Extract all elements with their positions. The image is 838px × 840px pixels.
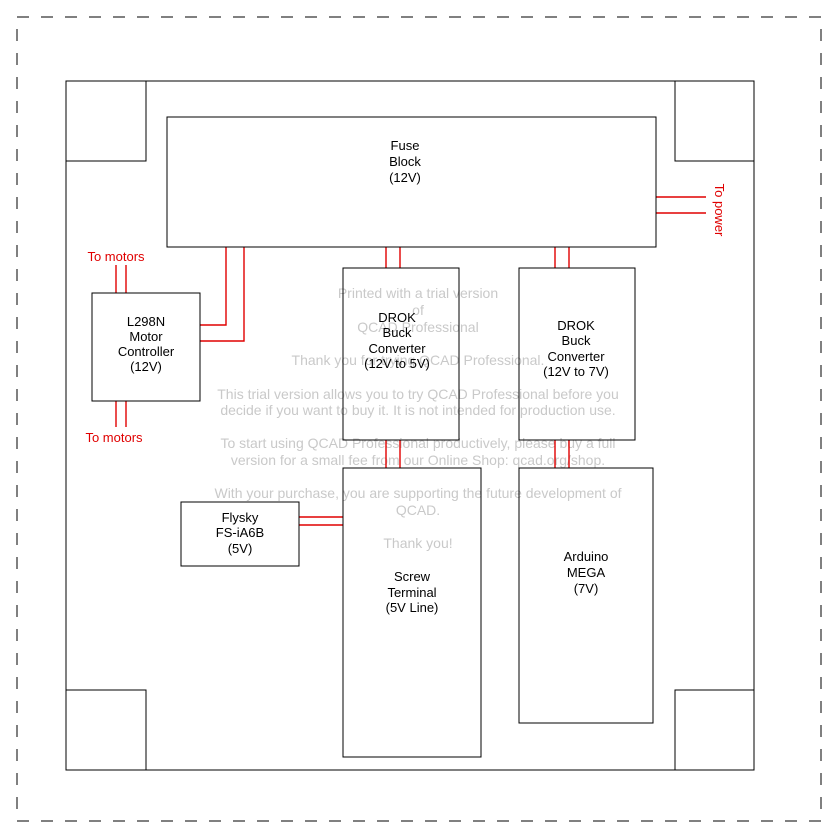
watermark: Printed with a trial version of QCAD Pro… (214, 285, 621, 551)
to-motors-bottom-label: To motors (85, 430, 143, 445)
arduino-mega-block: Arduino MEGA (7V) (518, 467, 654, 724)
watermark-line: QCAD Professional (357, 319, 478, 335)
corner-top-right (674, 80, 755, 162)
motor-controller-label: L298N (127, 314, 165, 329)
watermark-line: With your purchase, you are supporting t… (214, 485, 621, 501)
fuse-block: Fuse Block (12V) (166, 116, 657, 248)
watermark-line: QCAD. (396, 502, 440, 518)
buck-converter-5v-label: (12V to 5V) (364, 356, 430, 371)
buck-converter-5v-block: DROK Buck Converter (12V to 5V) (342, 267, 460, 441)
buck-converter-7v-label: DROK (557, 318, 595, 333)
corner-bottom-left (65, 689, 147, 771)
to-motors-top-label: To motors (87, 249, 145, 264)
arduino-label: (7V) (574, 581, 599, 596)
buck-converter-7v-label: Buck (562, 333, 591, 348)
buck-converter-5v-label: Converter (368, 341, 426, 356)
flysky-label: Flysky (222, 510, 259, 525)
wire-fuse-motor-1 (200, 247, 227, 326)
flysky-receiver-block: Flysky FS-iA6B (5V) (180, 501, 300, 567)
fuse-block-label: Fuse (391, 138, 420, 153)
fuse-block-label: Block (389, 154, 421, 169)
watermark-line: decide if you want to buy it. It is not … (220, 402, 615, 418)
watermark-line: To start using QCAD Professional product… (220, 435, 615, 451)
watermark-line: version for a small fee from our Online … (231, 452, 605, 468)
wires (115, 196, 706, 526)
screw-terminal-label: Terminal (387, 585, 436, 600)
motor-controller-block: L298N Motor Controller (12V) (91, 292, 201, 402)
flysky-label: (5V) (228, 541, 253, 556)
motor-controller-label: Motor (129, 329, 163, 344)
flysky-label: FS-iA6B (216, 525, 264, 540)
corner-bottom-right (674, 689, 755, 771)
corner-top-left (65, 80, 147, 162)
base-plate (65, 80, 755, 771)
wire-fuse-motor-2 (200, 247, 245, 342)
watermark-line: Thank you for trying QCAD Professional. (292, 352, 545, 368)
watermark-line: This trial version allows you to try QCA… (217, 386, 619, 402)
screw-terminal-label: (5V Line) (386, 600, 439, 615)
watermark-line: Printed with a trial version (338, 285, 498, 301)
motor-controller-label: Controller (118, 344, 175, 359)
fuse-block-label: (12V) (389, 170, 421, 185)
screw-terminal-label: Screw (394, 569, 431, 584)
arduino-label: Arduino (564, 549, 609, 564)
buck-converter-7v-block: DROK Buck Converter (12V to 7V) (518, 267, 636, 441)
buck-converter-5v-label: Buck (383, 325, 412, 340)
motor-controller-label: (12V) (130, 359, 162, 374)
buck-converter-7v-label: (12V to 7V) (543, 364, 609, 379)
buck-converter-5v-label: DROK (378, 310, 416, 325)
screw-terminal-block: Screw Terminal (5V Line) (342, 467, 482, 758)
watermark-line: Thank you! (383, 535, 452, 551)
dashed-border (16, 16, 822, 822)
arduino-label: MEGA (567, 565, 606, 580)
buck-converter-7v-label: Converter (547, 349, 605, 364)
watermark-line: of (412, 302, 424, 318)
to-power-label: To power (712, 184, 727, 237)
